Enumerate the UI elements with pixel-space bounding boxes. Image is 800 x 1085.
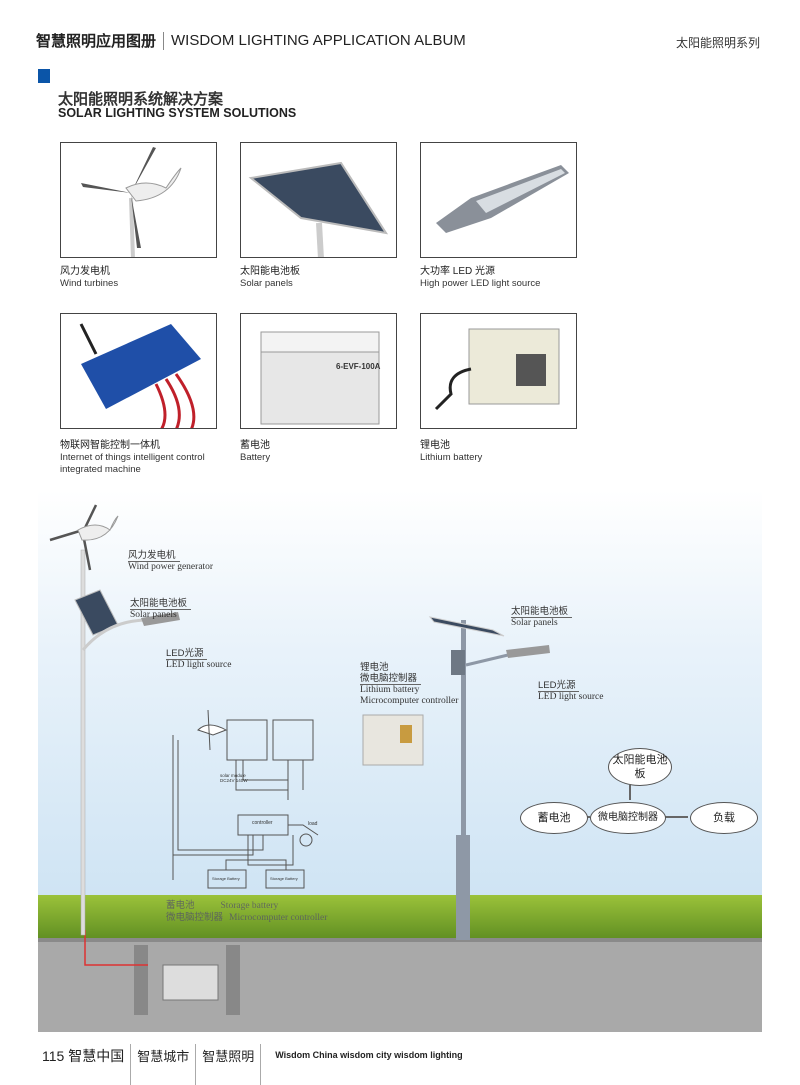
footer-c3: 智慧照明	[196, 1044, 262, 1085]
product-image-battery: 6-EVF-100A	[240, 313, 397, 429]
system-illustration: solar module DC24V 140W controller load …	[38, 490, 762, 1032]
product-image-iot-controller	[60, 313, 217, 429]
flow-node-battery: 蓄电池	[520, 802, 588, 834]
battery-model-label: 6-EVF-100A	[336, 362, 381, 371]
product-image-lithium-battery	[420, 313, 577, 429]
solar-module-spec: DC24V 140W	[220, 778, 248, 783]
header-title-cn: 智慧照明应用图册	[36, 33, 157, 50]
footer-page-group: 115 智慧中国	[36, 1044, 132, 1085]
flow-node-load: 负载	[690, 802, 758, 834]
controller-label: controller	[252, 820, 273, 826]
flow-node-controller: 微电脑控制器	[590, 802, 666, 834]
storage-battery-label: Storage Battery	[212, 876, 240, 881]
header-title-en: WISDOM LIGHTING APPLICATION ALBUM	[171, 32, 466, 49]
product-image-led-light	[420, 142, 577, 258]
series-label: 太阳能照明系列	[675, 36, 760, 50]
section-marker	[38, 69, 50, 83]
product-image-wind-turbine	[60, 142, 217, 258]
load-label: load	[308, 821, 318, 827]
footer-c1: 智慧中国	[68, 1048, 125, 1064]
footer-c2: 智慧城市	[131, 1044, 197, 1085]
flow-node-solar: 太阳能电池板	[608, 748, 672, 786]
page-number: 115	[42, 1048, 65, 1064]
footer-en: Wisdom China wisdom city wisdom lighting	[275, 1050, 463, 1060]
solar-module-label: solar module	[220, 773, 246, 778]
storage-battery-label: Storage Battery	[270, 876, 298, 881]
section-title-cn: 太阳能照明系统解决方案	[58, 91, 224, 108]
page-header: 智慧照明应用图册 WISDOM LIGHTING APPLICATION ALB…	[36, 30, 466, 51]
product-image-solar-panel	[240, 142, 397, 258]
page-footer: 115 智慧中国 智慧城市 智慧照明 Wisdom China wisdom c…	[36, 1044, 477, 1085]
section-title-en: SOLAR LIGHTING SYSTEM SOLUTIONS	[58, 106, 297, 120]
divider	[163, 31, 165, 50]
